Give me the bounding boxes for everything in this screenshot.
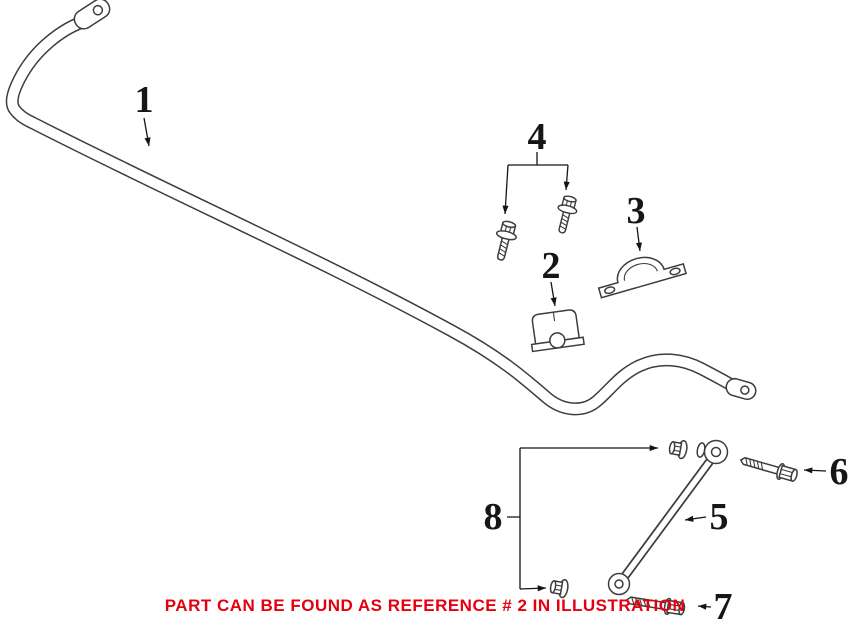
bracket-bolt-1 <box>489 218 521 263</box>
leader-5 <box>684 515 707 522</box>
callout-6: 6 <box>829 451 849 493</box>
leader-7 <box>697 603 712 610</box>
callout-1: 1 <box>134 79 154 121</box>
callout-8: 8 <box>483 496 503 538</box>
callout-7: 7 <box>713 586 733 628</box>
leader-2 <box>550 281 557 307</box>
leader-3 <box>635 226 643 252</box>
callout-3: 3 <box>626 190 646 232</box>
reference-note: PART CAN BE FOUND AS REFERENCE # 2 IN IL… <box>164 596 686 615</box>
leader-4b <box>563 164 570 191</box>
leader-1 <box>143 117 151 147</box>
stabilizer-bar-bushing <box>530 309 585 353</box>
bracket-bolt-2 <box>551 193 581 236</box>
leader-8b <box>519 585 547 592</box>
link-upper-nut <box>667 437 689 460</box>
link-upper-bolt <box>737 451 800 485</box>
leader-6 <box>803 467 827 474</box>
stabilizer-bar <box>5 0 757 416</box>
stabilizer-link <box>607 439 729 596</box>
bar-left-end-eye <box>73 0 111 30</box>
callout-5: 5 <box>709 496 729 538</box>
bar-right-end-eye <box>725 377 757 401</box>
leader-8-bracket <box>507 448 521 589</box>
leader-4a <box>502 164 509 215</box>
bushing-bracket <box>597 256 687 299</box>
callout-4: 4 <box>527 116 547 158</box>
leader-lines <box>143 117 827 610</box>
callout-2: 2 <box>541 245 561 287</box>
leader-4-bracket <box>508 152 568 166</box>
